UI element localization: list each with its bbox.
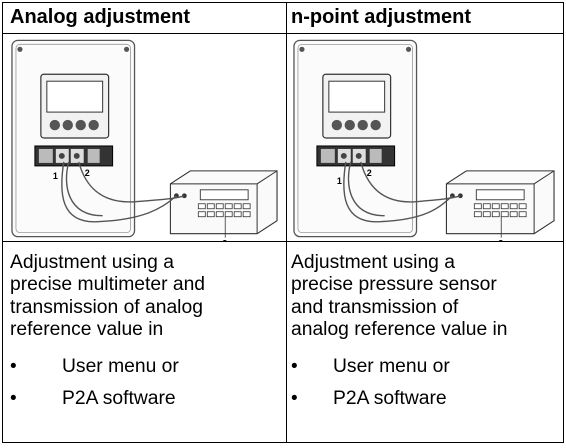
figure-row: 1 2 3	[2, 33, 564, 242]
heading-n-point-adjustment: n-point adjustment	[286, 2, 564, 34]
terminal-strip	[34, 145, 114, 167]
option-list: • User menu or • P2A software	[10, 352, 280, 416]
description-line: precise pressure sensor	[291, 274, 497, 296]
option-label: P2A software	[333, 388, 447, 410]
analog-adjustment-description: Adjustment using a precise multimeter an…	[2, 241, 287, 443]
bullet-icon: •	[10, 388, 17, 410]
description-line: reference value in	[10, 319, 164, 341]
callout-3: 3	[498, 239, 503, 241]
n-point-adjustment-description: Adjustment using a precise pressure sens…	[286, 241, 564, 443]
description-line: precise multimeter and	[10, 274, 206, 296]
list-item: • User menu or	[291, 352, 557, 384]
list-item: • P2A software	[291, 384, 557, 416]
list-item: • User menu or	[10, 352, 280, 384]
n-point-adjustment-illustration: 1 2 3	[293, 39, 555, 241]
header-row: Analog adjustment n-point adjustment	[2, 2, 564, 34]
transmitter-display	[322, 73, 392, 139]
option-label: User menu or	[333, 356, 450, 378]
analog-adjustment-illustration: 1 2 3	[11, 39, 278, 241]
option-list: • User menu or • P2A software	[291, 352, 557, 416]
terminal-strip	[316, 145, 396, 167]
callout-2: 2	[85, 168, 90, 178]
bullet-icon: •	[10, 356, 17, 378]
test-cables	[343, 161, 461, 223]
option-label: P2A software	[62, 388, 176, 410]
bullet-icon: •	[291, 356, 298, 378]
description-line: Adjustment using a	[10, 252, 174, 273]
description-line: analog reference value in	[291, 319, 508, 341]
multimeter	[169, 170, 278, 238]
heading-analog-adjustment: Analog adjustment	[2, 2, 287, 34]
figure-analog-adjustment: 1 2 3	[2, 33, 287, 242]
description-row: Adjustment using a precise multimeter an…	[2, 241, 564, 443]
callout-3: 3	[222, 239, 227, 241]
description-line: transmission of analog	[10, 296, 203, 318]
callout-1: 1	[53, 171, 58, 181]
callout-2: 2	[367, 168, 372, 178]
pressure-reference-device	[445, 170, 555, 238]
figure-n-point-adjustment: 1 2 3	[286, 33, 564, 242]
description-line: and transmission of	[291, 296, 459, 318]
description-line: Adjustment using a	[291, 252, 455, 273]
bullet-icon: •	[291, 388, 298, 410]
transmitter-display	[40, 73, 110, 139]
option-label: User menu or	[62, 356, 179, 378]
list-item: • P2A software	[10, 384, 280, 416]
test-cables	[61, 161, 185, 223]
comparison-table: Analog adjustment n-point adjustment	[2, 2, 564, 443]
callout-1: 1	[337, 176, 342, 186]
